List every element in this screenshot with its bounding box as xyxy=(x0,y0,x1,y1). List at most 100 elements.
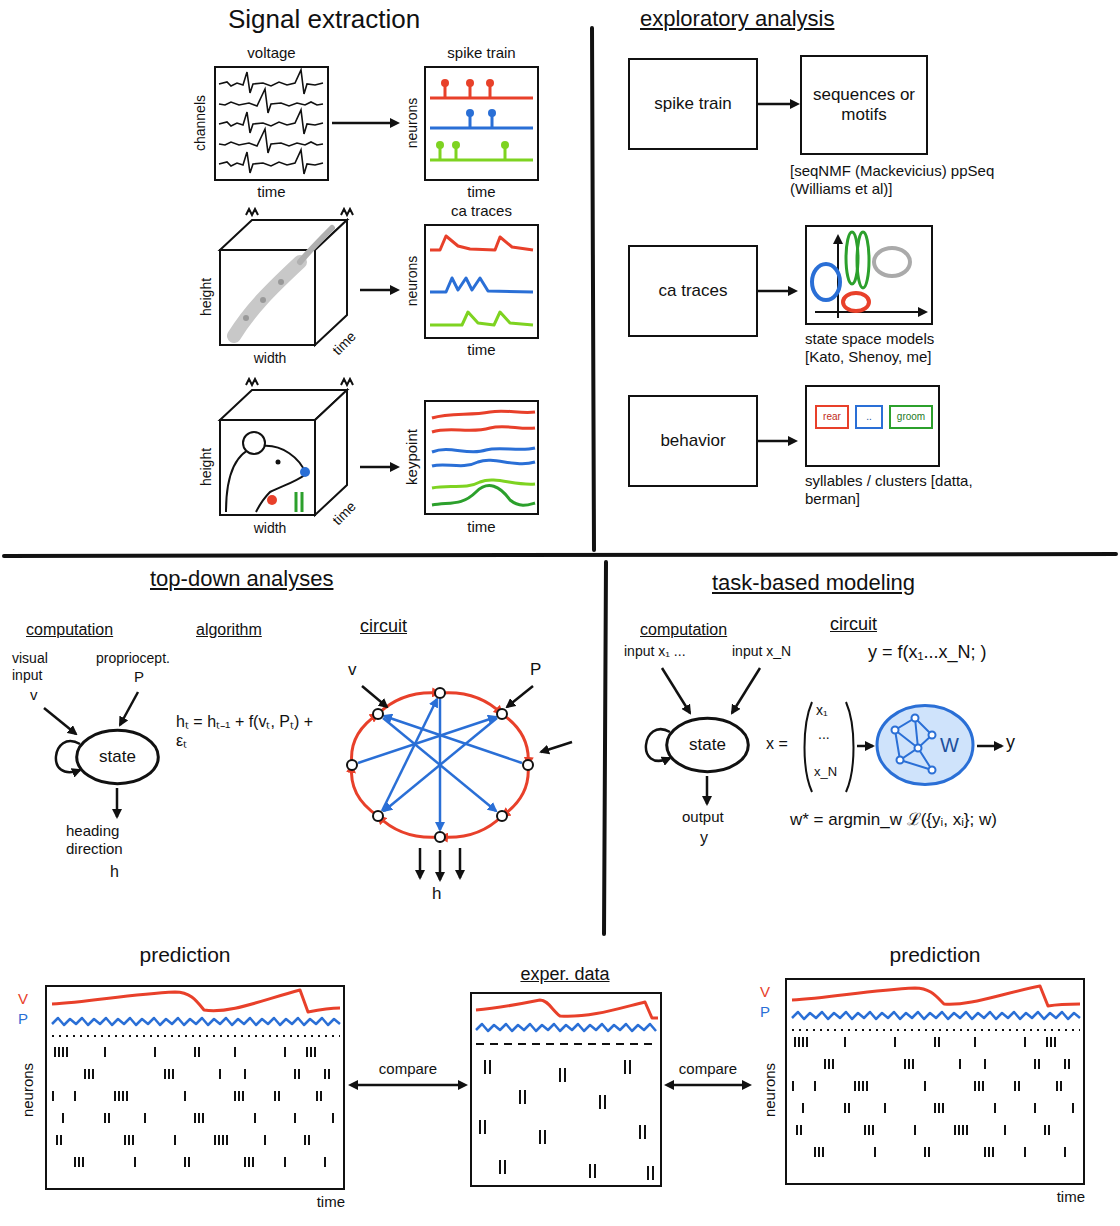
syllable-panel: syllables / clusters [datta, berman]rear… xyxy=(798,385,976,525)
spike-raster xyxy=(436,141,444,149)
network-model xyxy=(895,718,932,770)
ellipse-outline xyxy=(667,718,749,771)
equation: hₜ = hₜ₋₁ + f(vₜ, Pₜ) + εₜ xyxy=(176,712,316,750)
spike-raster xyxy=(430,116,533,128)
recurrent-circuit xyxy=(382,699,437,811)
column-heading: computation xyxy=(640,620,760,639)
variable-label: P xyxy=(530,660,550,680)
output-label: output xyxy=(682,808,752,826)
recurrent-circuit xyxy=(440,816,502,837)
network-model xyxy=(857,745,873,748)
connector-arrow xyxy=(348,1080,468,1090)
trace-label: V xyxy=(760,983,780,1001)
imaging-stack: heightwidthtime xyxy=(190,215,360,375)
node-label: time xyxy=(323,322,365,364)
node-label: width xyxy=(225,520,315,537)
node-label: keypoint xyxy=(402,417,422,497)
video-stack xyxy=(243,432,265,454)
connector-arrow xyxy=(758,436,798,446)
video-stack xyxy=(226,446,306,512)
axis-label: neurons xyxy=(402,88,422,158)
node-label: width xyxy=(225,350,315,367)
keypoint-traces xyxy=(432,448,535,452)
arrow-head xyxy=(390,285,400,295)
plot-frame xyxy=(424,224,539,339)
recurrent-circuit xyxy=(373,811,383,821)
computation-arrows xyxy=(116,788,119,817)
column-heading: algorithm xyxy=(196,620,306,639)
video-stack xyxy=(315,390,347,515)
voltage-traces xyxy=(219,70,323,94)
axis-label: time xyxy=(290,1193,345,1211)
prediction-plot xyxy=(792,986,1080,1157)
spike-raster xyxy=(452,141,460,149)
node-label: state space models [Kato, Shenoy, me] xyxy=(805,330,975,366)
network-model xyxy=(877,704,973,786)
vector-entry: ... xyxy=(818,726,844,743)
arrow-head xyxy=(742,1080,752,1090)
network-model xyxy=(805,702,854,792)
state-circle: state xyxy=(665,716,750,774)
arrow-head xyxy=(390,462,400,472)
computation-arrows xyxy=(44,668,760,817)
recurrent-circuit xyxy=(358,699,522,830)
state-space-plot xyxy=(843,293,869,311)
node-text: ca traces xyxy=(659,281,728,301)
recurrent-circuit xyxy=(378,816,440,837)
variable-label: h xyxy=(110,862,130,881)
keypoint-traces xyxy=(432,486,535,506)
prediction-plot xyxy=(792,986,1080,1006)
node-text: W xyxy=(940,733,959,757)
video-stack xyxy=(220,420,315,515)
node-label: prediction xyxy=(110,942,260,967)
network-model xyxy=(897,757,904,764)
ellipse-outline xyxy=(875,702,975,788)
vector-label: x = xyxy=(766,734,808,753)
equation: w* = argmin_w ℒ({yᵢ, xᵢ}; w) xyxy=(790,810,1100,830)
arrow-head xyxy=(788,286,798,296)
axis-label: time xyxy=(1030,1188,1085,1206)
spike-raster xyxy=(501,141,509,149)
spike-raster xyxy=(430,148,533,160)
prediction-plot xyxy=(52,1035,340,1037)
voltage-traces xyxy=(219,150,323,174)
process-box: behavior xyxy=(628,395,758,487)
keypoint-traces xyxy=(432,427,535,432)
input-label: propriocept. xyxy=(96,650,196,667)
axis-label: time xyxy=(424,183,539,201)
ellipse-outline xyxy=(877,705,973,784)
computation-arrows xyxy=(706,776,709,804)
recurrent-circuit xyxy=(362,686,572,880)
node-text: groom xyxy=(897,411,925,423)
network-model xyxy=(892,727,899,734)
recurrent-circuit xyxy=(497,811,507,821)
arrow-head xyxy=(790,99,800,109)
edge-label: compare xyxy=(663,1059,753,1079)
voltage-panel: voltage xyxy=(190,42,332,205)
node-label: voltage xyxy=(214,44,329,62)
video-stack xyxy=(296,492,302,512)
connector-line xyxy=(356,1084,460,1087)
edge-label: compare xyxy=(363,1059,453,1079)
plot-frame xyxy=(214,66,329,181)
video-stack xyxy=(246,379,353,385)
state-space-plot xyxy=(857,232,869,288)
plot-frame xyxy=(805,225,933,325)
prediction-plot xyxy=(52,990,340,1167)
reference-note: [seqNMF (Mackevicius) ppSeq (Williams et… xyxy=(790,162,1005,198)
recurrent-circuit xyxy=(419,848,422,878)
connector-arrow xyxy=(758,99,800,109)
variable-label: y xyxy=(1006,732,1030,754)
input-label: visual input xyxy=(12,650,76,684)
video-stack xyxy=(300,467,310,477)
prediction-plot xyxy=(792,1012,1080,1019)
node-text: state xyxy=(99,747,136,767)
input-label: input x_N xyxy=(732,643,822,660)
node-label: height xyxy=(196,267,216,327)
recurrent-circuit xyxy=(502,765,528,816)
node-text: behavior xyxy=(660,431,725,451)
connector-line xyxy=(758,103,792,106)
process-box: spike train xyxy=(628,58,758,150)
